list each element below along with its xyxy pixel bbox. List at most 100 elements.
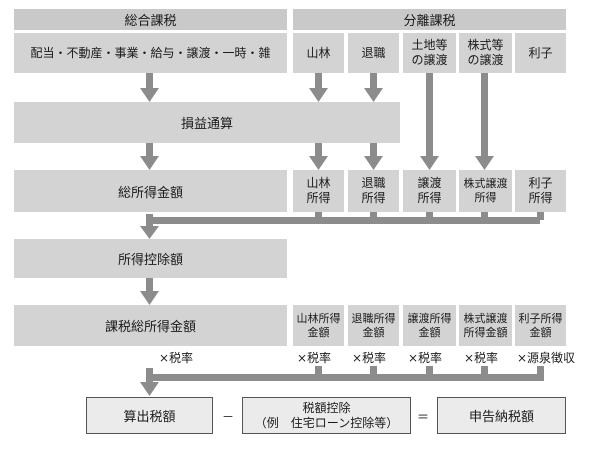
source-land-line2: の譲渡 [411,53,448,67]
retirement-income-line1: 退職 [361,176,386,190]
arrowhead-retirement-2 [364,156,383,170]
interest-income-box: 利子 所得 [515,170,566,212]
taxable-interest-box: 利子所得 金額 [515,305,566,346]
loss-offset-label: 損益通算 [180,117,233,132]
forest-income-box: 山林 所得 [293,170,344,212]
rate-stock: ×税率 [464,351,499,365]
transfer-income-box: 譲渡 所得 [403,170,456,212]
taxable-stock-line2: 所得金額 [463,325,508,339]
rate-forest: ×税率 [297,351,332,365]
connector-income-tick-4 [481,212,488,220]
connector-income-tick-3 [426,212,433,220]
taxable-forest-line1: 山林所得 [296,311,341,325]
taxable-forest-line2: 金額 [307,325,330,339]
rate-total: ×税率 [159,351,194,365]
connector-tax [149,374,544,381]
source-interest-label: 利子 [528,45,553,60]
arrow-stock [481,73,488,157]
arrowhead-general-3 [140,226,159,239]
connector-tax-tick-2 [370,366,377,376]
connector-income-tick-1 [315,212,322,220]
tax-credit-line1: 税額控除 [302,400,351,415]
taxable-stock-line1: 株式譲渡 [463,311,508,325]
arrow-forest-2 [315,143,322,157]
header-separate-label: 分離課税 [403,14,456,29]
taxable-total-box: 課税総所得金額 [14,305,287,346]
source-forest-label: 山林 [306,45,331,60]
arrow-general-2 [146,143,153,157]
total-income-label: 総所得金額 [117,185,183,201]
taxable-interest-line1: 利子所得 [518,311,563,325]
source-stock-line1: 株式等 [467,38,504,52]
transfer-income-line2: 所得 [417,191,442,205]
tax-credit-line2: （例 住宅ローン控除等） [254,415,399,430]
source-stock-line2: の譲渡 [467,53,504,67]
source-land-line1: 土地等 [411,38,448,52]
arrowhead-land [420,156,439,170]
tax-credit-box: 税額控除 （例 住宅ローン控除等） [242,397,411,434]
calculated-tax-label: 算出税額 [123,410,176,425]
arrow-retirement-1 [370,73,377,89]
tax-payable-label: 申告納税額 [468,410,534,425]
arrowhead-stock [475,156,494,170]
rate-retirement: ×税率 [352,351,387,365]
connector-income [149,217,540,224]
taxable-retirement-line1: 退職所得 [351,311,396,325]
arrow-land [426,73,433,157]
retirement-income-box: 退職 所得 [348,170,399,212]
taxable-forest-box: 山林所得 金額 [293,305,344,346]
interest-income-line2: 所得 [528,191,553,205]
equals-operator: ＝ [417,410,430,424]
connector-tax-tick-3 [426,366,433,376]
connector-income-tick-5 [537,212,544,220]
arrowhead-forest-1 [309,88,328,102]
arrowhead-general-2 [140,156,159,170]
header-general-taxation: 総合課税 [14,9,287,31]
arrow-forest-1 [315,73,322,89]
income-deduction-label: 所得控除額 [117,253,183,268]
tax-payable-box: 申告納税額 [437,397,566,434]
interest-income-line1: 利子 [528,176,553,190]
loss-offset-box: 損益通算 [14,102,400,143]
rate-transfer: ×税率 [408,351,443,365]
transfer-income-line1: 譲渡 [417,176,442,190]
forest-income-line2: 所得 [306,191,331,205]
rate-interest: ×源泉徴収 [517,351,576,365]
forest-income-line1: 山林 [306,176,331,190]
connector-tax-tick-1 [315,366,322,376]
arrowhead-general-4 [140,291,159,305]
total-income-box: 総所得金額 [14,170,287,212]
taxable-retirement-line2: 金額 [362,325,385,339]
arrowhead-general-1 [140,88,159,102]
connector-income-tick-2 [370,212,377,220]
arrowhead-forest-2 [309,156,328,170]
connector-tax-tick-5 [537,366,544,376]
source-general-label: 配当・不動産・事業・給与・譲渡・一時・雑 [30,45,271,60]
header-general-label: 総合課税 [124,14,177,29]
income-deduction-box: 所得控除額 [14,239,287,278]
stock-income-box: 株式譲渡 所得 [459,170,512,212]
arrow-general-4 [146,278,153,292]
arrow-general-1 [146,73,153,89]
arrowhead-general-5 [140,382,159,396]
taxable-transfer-line1: 譲渡所得 [407,311,452,325]
connector-tax-tick-4 [481,366,488,376]
source-land-transfer: 土地等 の譲渡 [403,33,456,73]
arrowhead-retirement-1 [364,88,383,102]
minus-operator: － [222,410,235,424]
source-forest: 山林 [293,33,344,73]
header-separate-taxation: 分離課税 [293,9,566,31]
stock-income-line2: 所得 [474,191,497,204]
source-general-income: 配当・不動産・事業・給与・譲渡・一時・雑 [14,33,287,73]
taxable-retirement-box: 退職所得 金額 [348,305,399,346]
taxable-stock-box: 株式譲渡 所得金額 [459,305,512,346]
retirement-income-line2: 所得 [361,191,386,205]
stock-income-line1: 株式譲渡 [463,177,508,190]
taxable-transfer-box: 譲渡所得 金額 [403,305,456,346]
source-retirement: 退職 [348,33,399,73]
source-interest: 利子 [515,33,566,73]
calculated-tax-box: 算出税額 [86,397,213,434]
taxable-interest-line2: 金額 [529,325,552,339]
taxable-total-label: 課税総所得金額 [104,320,196,335]
